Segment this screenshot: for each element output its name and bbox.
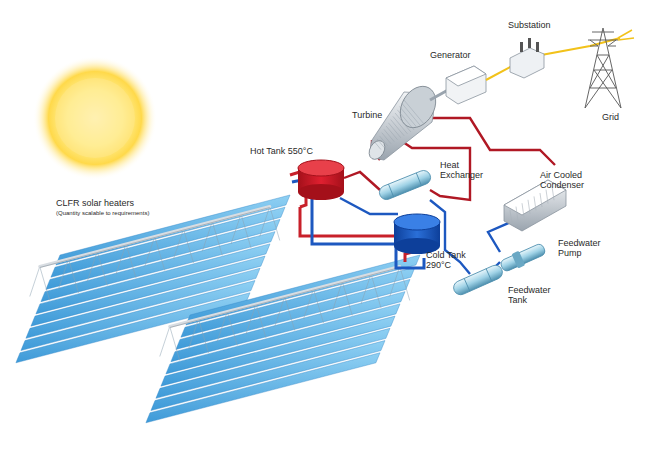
feedwater-pump xyxy=(499,241,548,274)
receiver-support xyxy=(400,267,410,301)
receiver-support xyxy=(59,259,69,289)
receiver-support xyxy=(170,327,180,361)
turbine-fin xyxy=(404,100,424,124)
receiver-support xyxy=(217,312,227,342)
component-label: Generator xyxy=(430,50,490,60)
component-label: Feedwater Pump xyxy=(558,238,614,258)
sun xyxy=(33,56,157,180)
receiver-support xyxy=(371,274,381,308)
feedwater-tank xyxy=(451,263,504,297)
receiver-support xyxy=(145,237,155,267)
hot-loop xyxy=(344,172,380,190)
turbine-fin xyxy=(384,129,394,141)
receiver-support xyxy=(285,297,295,331)
condenser-fin xyxy=(510,210,512,224)
turbine-fin xyxy=(388,123,400,138)
receiver-support xyxy=(314,289,324,323)
receiver-support xyxy=(212,222,222,256)
receiver-support xyxy=(246,304,256,334)
receiver-support xyxy=(199,319,209,353)
condenser-fin xyxy=(546,190,548,204)
turbine-fin xyxy=(375,142,381,149)
mirror-strip xyxy=(151,341,385,411)
component-label: CLFR solar heaters xyxy=(56,198,196,208)
grid-wires xyxy=(618,30,634,40)
receiver-support xyxy=(97,252,107,286)
receiver-support xyxy=(304,289,314,319)
turbine-fins xyxy=(375,100,424,150)
cold-loop xyxy=(340,198,398,214)
condenser-fin xyxy=(528,200,530,214)
turbine-fin xyxy=(400,107,418,128)
component-label: Grid xyxy=(602,112,632,122)
component-label: (Quantity scalable to requirements) xyxy=(56,210,206,217)
hot-pipe xyxy=(300,207,406,236)
turbine-fin xyxy=(395,113,411,132)
cold-tank xyxy=(394,214,440,254)
component-label: Turbine xyxy=(352,110,402,120)
component-label: Cold Tank 290°C xyxy=(426,250,466,270)
generator xyxy=(430,66,486,104)
component-label: Substation xyxy=(508,20,568,30)
receiver-support xyxy=(361,274,371,304)
turbine-fin xyxy=(397,110,414,130)
receiver-support xyxy=(342,282,352,316)
turbine-fin xyxy=(382,133,391,144)
receiver-support xyxy=(30,267,40,297)
turbine-fin xyxy=(379,136,387,146)
condenser-fin xyxy=(516,207,518,221)
solar-fields xyxy=(16,195,420,423)
receiver-support xyxy=(332,282,342,312)
receiver-support xyxy=(270,207,280,241)
component-label: Feedwater Tank xyxy=(508,285,564,305)
exhaust-line xyxy=(420,118,555,165)
receiver-support xyxy=(390,267,400,297)
condenser-fin xyxy=(540,193,542,207)
sun-core xyxy=(55,78,135,158)
receiver-shade xyxy=(40,208,270,268)
component-label: Air Cooled Condenser xyxy=(540,170,610,190)
receiver-support xyxy=(260,207,270,237)
receiver-tube xyxy=(170,267,400,327)
receiver-support xyxy=(155,237,165,271)
component-label: Heat Exchanger xyxy=(440,160,490,180)
receiver-support xyxy=(189,319,199,349)
turbine-fin xyxy=(402,103,421,126)
condenser-fins xyxy=(510,186,554,224)
power-line xyxy=(486,38,620,80)
component-label: Hot Tank 550°C xyxy=(250,146,330,156)
receiver-support xyxy=(116,244,126,274)
grid-tower xyxy=(585,28,621,108)
receiver-support xyxy=(69,259,79,293)
receiver-shade xyxy=(170,268,400,328)
receiver-support xyxy=(275,297,285,327)
receiver-support xyxy=(227,312,237,346)
substation xyxy=(510,38,544,78)
hot-tank xyxy=(298,160,344,200)
heat-exchanger xyxy=(377,168,432,201)
mirror-strip xyxy=(146,353,380,423)
turbine-fin xyxy=(386,126,397,140)
receiver-support xyxy=(174,229,184,259)
receiver-support xyxy=(160,327,170,357)
receiver-support xyxy=(126,244,136,278)
receiver-support xyxy=(87,252,97,282)
receiver-support xyxy=(40,267,50,301)
condenser-fin xyxy=(534,196,536,210)
receiver-support xyxy=(256,304,266,338)
receiver-support xyxy=(184,229,194,263)
receiver-support xyxy=(231,214,241,244)
turbine xyxy=(366,80,443,162)
condenser-fin xyxy=(522,203,524,217)
receiver-support xyxy=(202,222,212,252)
receiver-support xyxy=(241,214,251,248)
receiver-tube xyxy=(40,207,270,267)
